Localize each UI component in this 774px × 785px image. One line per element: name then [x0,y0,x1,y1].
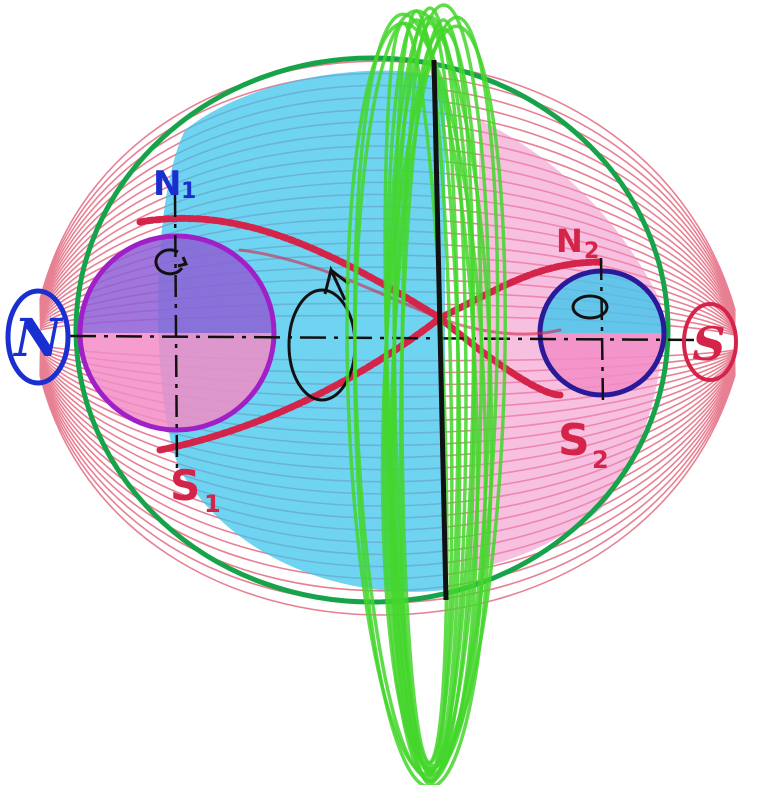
left-south-label: S [170,461,200,510]
right-south-subscript: 2 [592,446,609,474]
outer-south-label: S [692,317,725,371]
outer-north-label: N [12,308,64,369]
right-north-subscript: 2 [584,239,599,264]
left-north-subscript: 1 [181,179,196,204]
outer-south-pole: S [684,304,736,380]
left-north-label: N [153,164,181,204]
outer-north-pole: N [8,291,68,383]
right-south-label: S [558,415,590,466]
right-north-label: N [556,222,583,260]
left-south-subscript: 1 [204,490,221,518]
